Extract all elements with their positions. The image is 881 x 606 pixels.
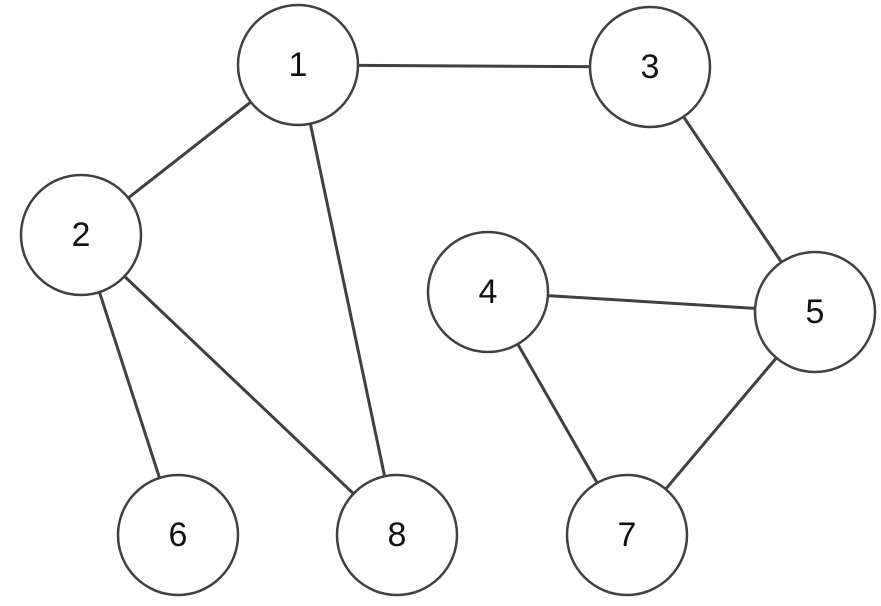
node-5: 5 [753,250,877,374]
node-1-label: 1 [289,46,308,84]
node-6-circle [116,473,240,597]
node-4: 4 [426,230,550,354]
node-6-label: 6 [169,516,188,554]
node-6: 6 [116,473,240,597]
node-7-circle [565,473,689,597]
node-1: 1 [236,3,360,127]
node-3: 3 [588,5,712,129]
edge-1-8 [296,64,399,536]
node-1-circle [236,3,360,127]
node-4-circle [426,230,550,354]
node-7: 7 [565,473,689,597]
node-layer: 1 2 3 4 5 6 7 8 [19,3,877,597]
node-2: 2 [19,173,143,297]
node-8-circle [335,473,459,597]
node-8-label: 8 [388,516,407,554]
node-4-label: 4 [479,273,498,311]
node-8: 8 [335,473,459,597]
edge-2-8 [79,233,399,537]
node-5-label: 5 [806,293,825,331]
node-3-circle [588,5,712,129]
node-2-circle [19,173,143,297]
node-5-circle [753,250,877,374]
node-7-label: 7 [618,516,637,554]
node-2-label: 2 [72,216,91,254]
node-3-label: 3 [641,48,660,86]
